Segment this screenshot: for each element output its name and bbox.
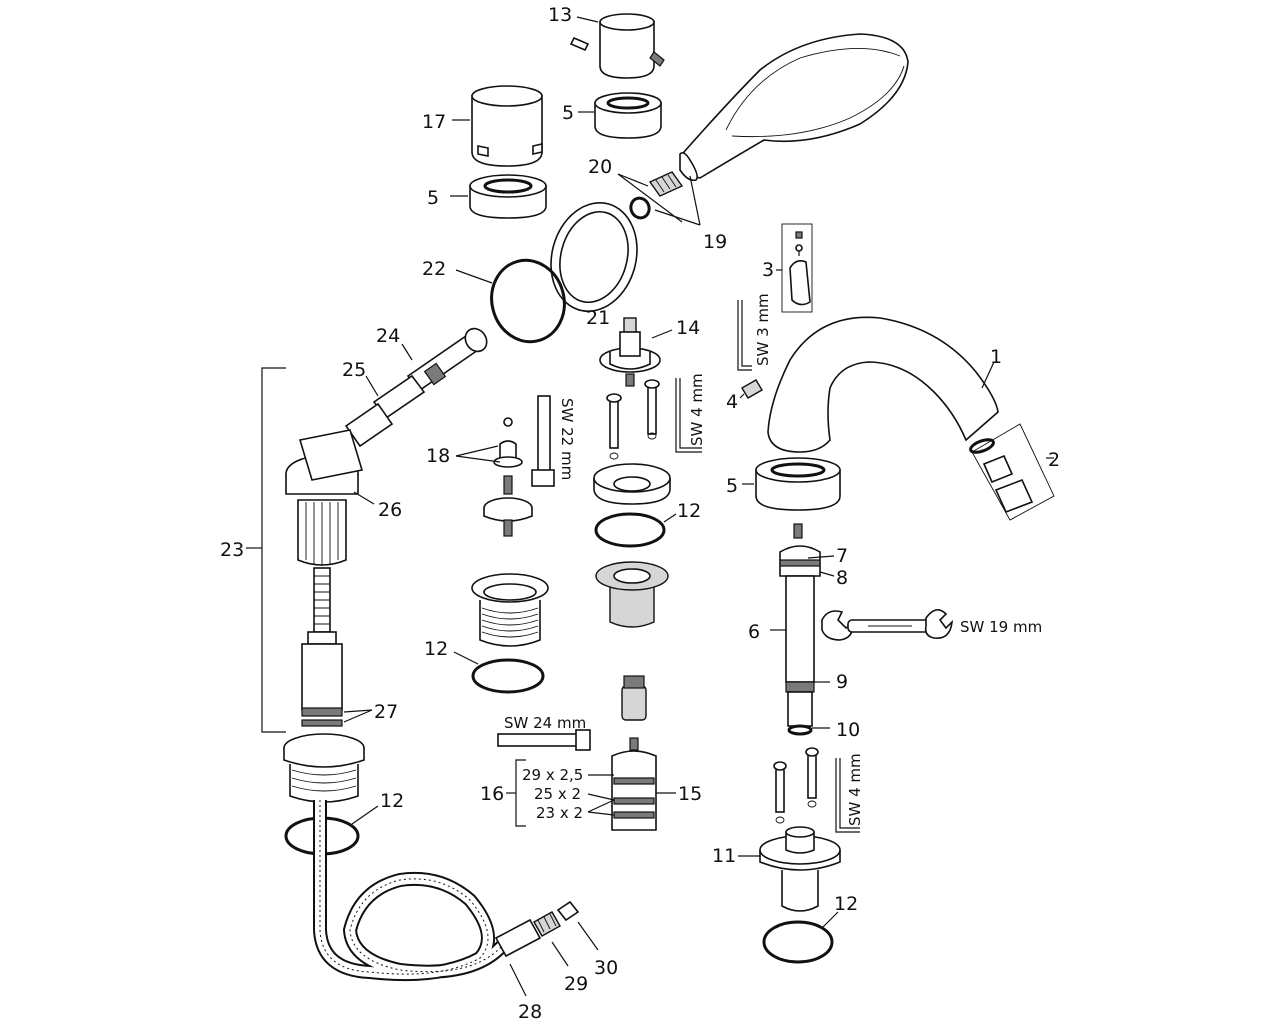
mounting-base-11 bbox=[759, 826, 841, 912]
label-5-left: 5 bbox=[427, 187, 439, 209]
spindle-base bbox=[483, 475, 533, 537]
aerator-parts bbox=[969, 438, 1034, 514]
label-12-center: 12 bbox=[677, 500, 701, 522]
diverter-cartridge-15 bbox=[611, 737, 657, 831]
swivel-head-26 bbox=[285, 429, 364, 566]
grub-screw-4 bbox=[741, 379, 763, 399]
spindle-18 bbox=[493, 417, 523, 468]
label-sw24: SW 24 mm bbox=[504, 714, 586, 732]
label-23: 23 bbox=[220, 539, 244, 561]
handle-cap-left bbox=[471, 85, 543, 167]
label-sw4-bottom: SW 4 mm bbox=[846, 753, 864, 826]
label-6: 6 bbox=[748, 621, 760, 643]
label-20: 20 bbox=[588, 156, 612, 178]
allen-key-sw4-bottom bbox=[835, 758, 860, 833]
o-ring-22 bbox=[490, 258, 566, 344]
threaded-body-left bbox=[471, 573, 549, 647]
label-27: 27 bbox=[374, 701, 398, 723]
label-29: 29 bbox=[564, 973, 588, 995]
riser-pipe-6 bbox=[779, 523, 821, 736]
label-12-hose: 12 bbox=[380, 790, 404, 812]
label-28: 28 bbox=[518, 1001, 542, 1023]
label-9: 9 bbox=[836, 671, 848, 693]
label-14: 14 bbox=[676, 317, 700, 339]
rosette-ring-spout bbox=[755, 457, 841, 511]
label-7: 7 bbox=[836, 545, 848, 567]
allen-key-sw3 bbox=[737, 300, 752, 371]
wrench-sw22 bbox=[531, 395, 555, 487]
aerator-bracket bbox=[971, 423, 1055, 521]
label-30: 30 bbox=[594, 957, 618, 979]
o-ring-size-3: 23 x 2 bbox=[536, 804, 583, 822]
bath-spout bbox=[767, 316, 999, 453]
allen-key-sw4-top bbox=[675, 378, 702, 453]
label-1: 1 bbox=[990, 346, 1002, 368]
label-5-top: 5 bbox=[562, 102, 574, 124]
mounting-flange-center bbox=[593, 463, 671, 505]
shower-hose bbox=[313, 800, 515, 982]
sleeve-center bbox=[595, 561, 669, 628]
label-15: 15 bbox=[678, 783, 702, 805]
label-12-right: 12 bbox=[834, 893, 858, 915]
o-ring-size-1: 29 x 2,5 bbox=[522, 766, 583, 784]
o-ring-12-center bbox=[594, 512, 666, 548]
label-17: 17 bbox=[422, 111, 446, 133]
threaded-sleeve-left bbox=[283, 733, 365, 803]
label-3: 3 bbox=[762, 259, 774, 281]
label-2: 2 bbox=[1048, 449, 1060, 471]
hose-coupling-28 bbox=[494, 918, 542, 958]
o-ring-12-left bbox=[471, 658, 545, 694]
label-13: 13 bbox=[548, 4, 572, 26]
wrench-sw24 bbox=[497, 729, 591, 751]
label-24: 24 bbox=[376, 325, 400, 347]
label-11: 11 bbox=[712, 845, 736, 867]
label-22: 22 bbox=[422, 258, 446, 280]
rosette-ring-top bbox=[594, 92, 662, 139]
fixing-screws-11 bbox=[773, 747, 819, 824]
o-ring-12-right bbox=[762, 920, 834, 964]
hose-connector-24 bbox=[406, 327, 488, 392]
label-10: 10 bbox=[836, 719, 860, 741]
assembly-bracket-23 bbox=[261, 367, 286, 733]
label-18: 18 bbox=[426, 445, 450, 467]
hose-nut-29 bbox=[533, 911, 561, 937]
bracket-3 bbox=[781, 223, 813, 313]
label-21: 21 bbox=[586, 307, 610, 329]
label-12-left: 12 bbox=[424, 638, 448, 660]
label-26: 26 bbox=[378, 499, 402, 521]
hose-connector-nut bbox=[648, 171, 684, 197]
label-sw4-top: SW 4 mm bbox=[688, 373, 706, 446]
check-valve-insert bbox=[621, 675, 647, 721]
seal-washer-19 bbox=[629, 196, 651, 220]
holder-hook bbox=[789, 231, 811, 306]
hose-pipe-27 bbox=[301, 567, 343, 727]
label-19: 19 bbox=[703, 231, 727, 253]
hose-washer-30 bbox=[556, 900, 580, 922]
label-16: 16 bbox=[480, 783, 504, 805]
diverter-cartridge-14 bbox=[599, 317, 661, 387]
label-sw22: SW 22 mm bbox=[558, 398, 576, 480]
label-25: 25 bbox=[342, 359, 366, 381]
fixing-screws-14 bbox=[606, 379, 660, 460]
label-5-spout: 5 bbox=[726, 475, 738, 497]
hand-shower bbox=[679, 33, 909, 182]
o-ring-size-2: 25 x 2 bbox=[534, 785, 581, 803]
label-4: 4 bbox=[726, 391, 738, 413]
handle-cap-top bbox=[569, 13, 665, 79]
label-sw3: SW 3 mm bbox=[754, 293, 772, 366]
wrench-sw19 bbox=[821, 609, 954, 641]
label-8: 8 bbox=[836, 567, 848, 589]
rosette-ring-left bbox=[469, 174, 547, 219]
connector-25 bbox=[344, 374, 426, 448]
shower-holder-21 bbox=[550, 201, 638, 313]
label-sw19: SW 19 mm bbox=[960, 618, 1042, 636]
